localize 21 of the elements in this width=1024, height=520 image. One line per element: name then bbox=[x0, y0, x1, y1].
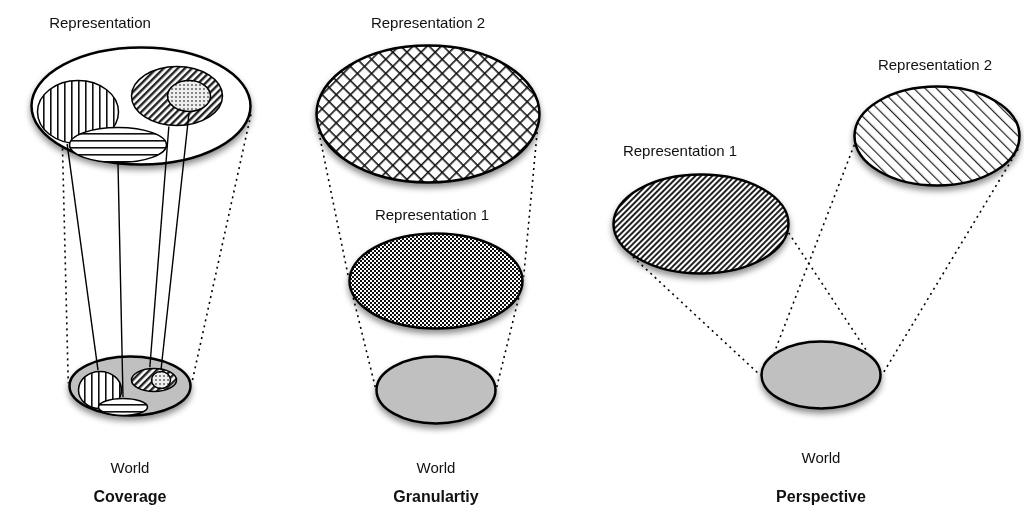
ellipse-label: World bbox=[416, 458, 456, 476]
dotted-projection-line bbox=[522, 131, 538, 278]
dotted-projection-line bbox=[318, 131, 350, 278]
connector-line bbox=[160, 112, 190, 371]
ellipse-label: Representation 1 bbox=[374, 205, 490, 223]
connector-line bbox=[117, 163, 124, 398]
ellipse-label: World bbox=[110, 458, 150, 476]
panel-caption: Coverage bbox=[93, 488, 167, 506]
panel-caption: Granulartiy bbox=[393, 488, 479, 506]
ellipse-label: World bbox=[801, 448, 841, 466]
dotted-projection-line bbox=[495, 296, 520, 388]
connector-line bbox=[149, 125, 170, 368]
ellipse-label: Representation bbox=[49, 13, 151, 31]
dotted-projection-line bbox=[61, 147, 70, 385]
dotted-projection-line bbox=[352, 296, 377, 388]
dotted-projection-line bbox=[773, 144, 856, 354]
ellipse-label: Representation 2 bbox=[877, 55, 993, 73]
panel-caption: Perspective bbox=[776, 488, 866, 506]
ellipse-label: Representation 1 bbox=[622, 141, 738, 159]
ellipse-label: Representation 2 bbox=[370, 13, 486, 31]
connector-line bbox=[66, 143, 99, 371]
